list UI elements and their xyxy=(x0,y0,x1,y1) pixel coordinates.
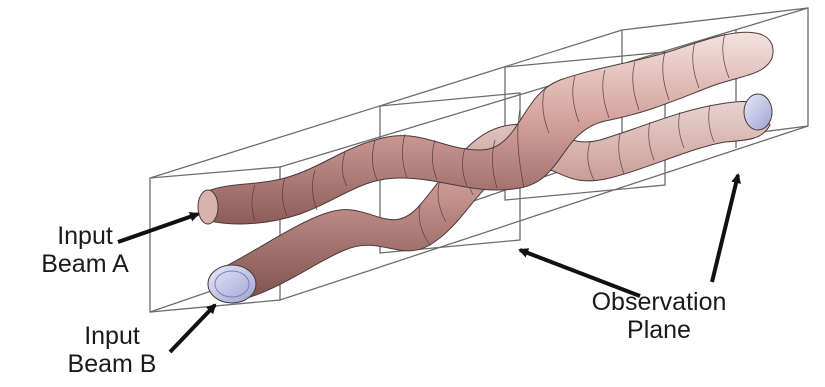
arrow-observation-2 xyxy=(712,175,738,282)
beam-b-far-end-cap xyxy=(744,94,772,130)
beam-a-end-cap xyxy=(198,190,218,224)
input-beam-b-label: Input Beam B xyxy=(58,322,166,378)
observation-plane-line1: Observation xyxy=(574,288,744,316)
observation-plane-line2: Plane xyxy=(574,316,744,344)
input-beam-a-line1: Input xyxy=(30,222,140,250)
input-beam-a-line2: Beam A xyxy=(30,250,140,278)
arrow-beam-b xyxy=(170,305,215,352)
input-beam-a-label: Input Beam A xyxy=(30,222,140,278)
input-beam-b-line1: Input xyxy=(58,322,166,350)
input-beam-b-line2: Beam B xyxy=(58,350,166,378)
observation-plane-label: Observation Plane xyxy=(574,288,744,344)
